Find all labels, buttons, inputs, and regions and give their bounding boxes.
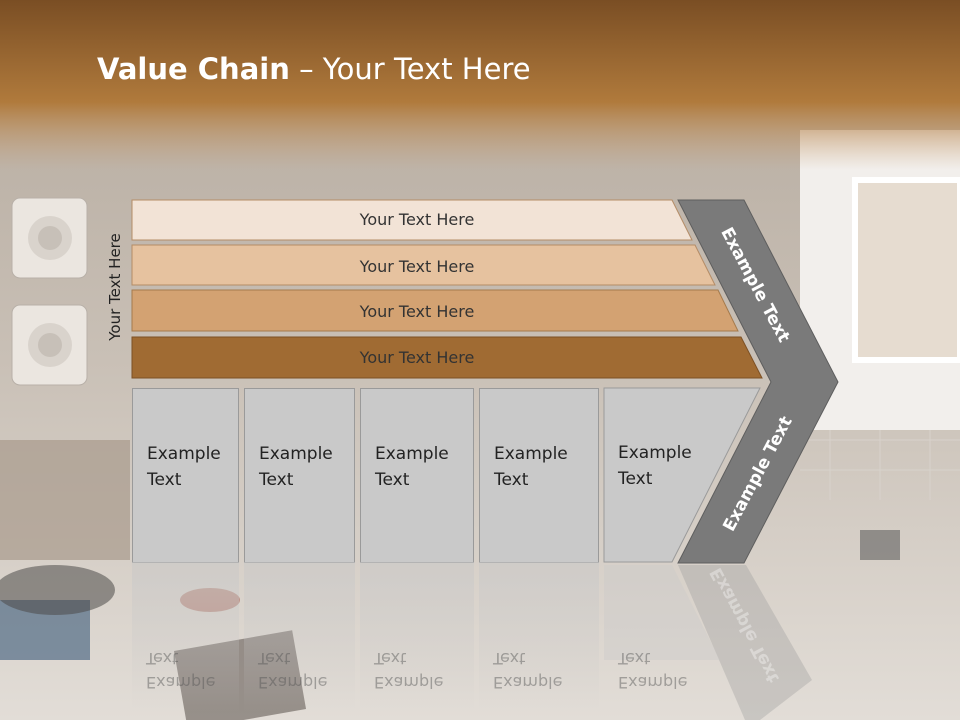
arrow-reflection <box>678 565 812 720</box>
band-label-3: Your Text Here <box>359 302 475 321</box>
band-4 <box>131 336 763 379</box>
chevron-arrow <box>677 199 839 564</box>
title-bold: Value Chain <box>97 52 290 86</box>
band-1 <box>131 199 693 241</box>
box-5-reflection <box>604 565 720 660</box>
band-label-1: Your Text Here <box>359 210 475 229</box>
band-label-4: Your Text Here <box>359 348 475 367</box>
slide-title: Value Chain – Your Text Here <box>97 52 531 86</box>
box-5-shape <box>603 387 761 563</box>
title-rest: – Your Text Here <box>289 52 531 86</box>
band-label-2: Your Text Here <box>359 257 475 276</box>
band-2 <box>131 244 716 286</box>
band-3 <box>131 289 739 332</box>
vertical-axis-label: Your Text Here <box>106 233 124 341</box>
